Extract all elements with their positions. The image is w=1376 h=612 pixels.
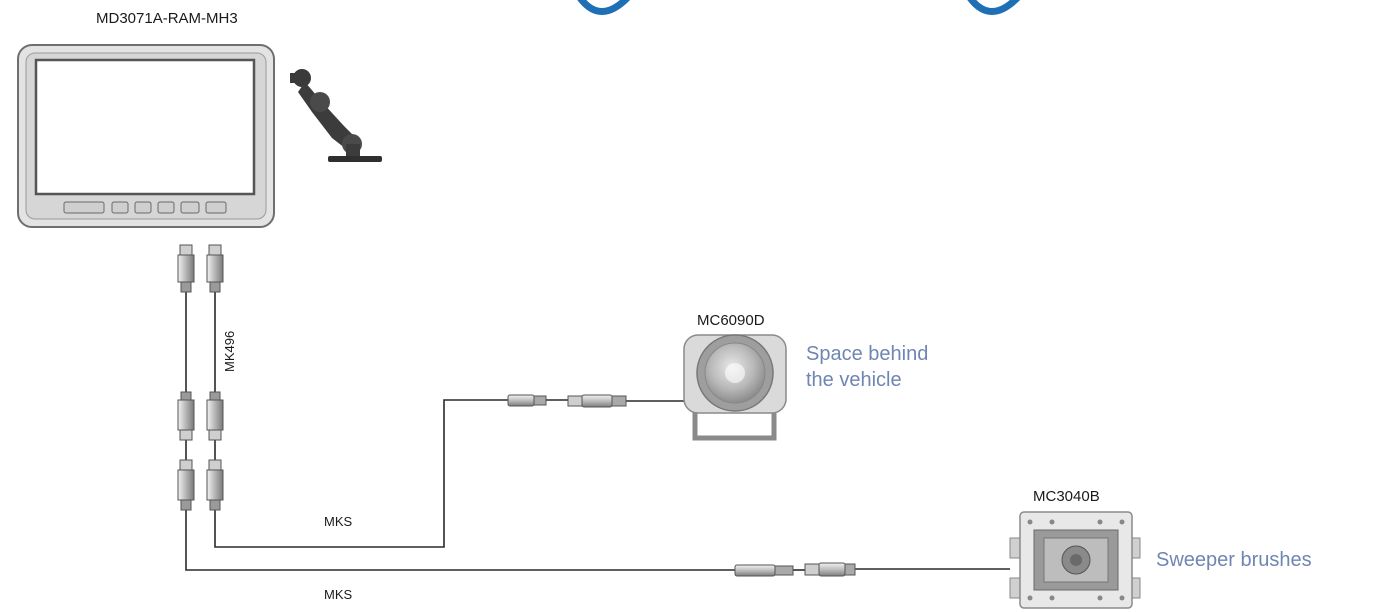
rear-camera-model-label: MC6090D <box>697 312 765 329</box>
monitor-model-label: MD3071A-RAM-MH3 <box>96 10 238 27</box>
cable-wires <box>185 292 1010 571</box>
monitor-device <box>17 44 275 228</box>
monitor-plug-right <box>206 244 224 293</box>
mks-cable-label-lower: MKS <box>324 587 353 602</box>
brush-camera-model-label: MC3040B <box>1033 488 1100 505</box>
brush-camera-device <box>1009 511 1141 609</box>
ram-mount-icon <box>290 69 382 162</box>
rear-camera-location-line-2: the vehicle <box>806 369 902 391</box>
monitor-plug-left <box>177 244 195 293</box>
mks-plug-right <box>206 459 224 511</box>
mks-cable-label-upper: MKS <box>324 514 353 529</box>
mk496-socket-right <box>206 391 224 441</box>
mk496-cable-label: MK496 <box>222 330 237 372</box>
brush-camera-location-label: Sweeper brushes <box>1156 549 1312 571</box>
brush-cable-plug <box>734 564 794 577</box>
mk496-socket-left <box>177 391 195 441</box>
rear-camera-location-label: Space behind the vehicle <box>806 341 928 393</box>
rear-cable-plug <box>507 394 547 407</box>
rear-camera-location-line-1: Space behind <box>806 343 929 365</box>
header-decoration <box>577 0 1020 15</box>
rear-camera-device <box>683 334 787 441</box>
mks-plug-left <box>177 459 195 511</box>
rear-camera-plug <box>567 394 627 408</box>
brush-camera-plug <box>804 562 856 577</box>
